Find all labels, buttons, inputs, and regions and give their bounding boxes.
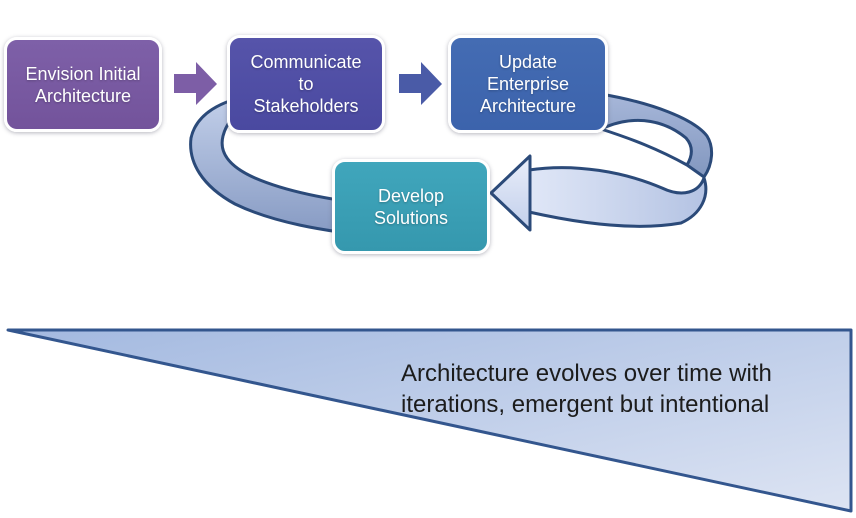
step-label-line: Develop xyxy=(377,185,445,206)
step-box-envision: Envision Initial Architecture xyxy=(4,37,162,132)
banner-triangle xyxy=(6,328,853,513)
step-label-line: Stakeholders xyxy=(253,96,359,116)
cycle-arrowhead xyxy=(489,154,532,232)
step-label-line: Architecture xyxy=(479,96,577,116)
banner-caption-line-2: iterations, emergent but intentional xyxy=(401,391,770,418)
banner-caption-line-1: Architecture evolves over time with xyxy=(401,360,772,387)
cycle-arrow-right-back-ribbon xyxy=(599,92,713,179)
cycle-arrow-front-ribbon xyxy=(527,166,708,228)
step-label-line: to xyxy=(298,74,314,94)
step-label-line: Update xyxy=(498,52,558,72)
flow-arrow-right-2 xyxy=(399,62,442,105)
step-label-line: Communicate xyxy=(250,52,362,72)
step-label-line: Architecture xyxy=(34,85,132,106)
step-box-update: Update Enterprise Architecture xyxy=(448,35,608,133)
step-label-line: Solutions xyxy=(373,207,449,228)
step-box-communicate: Communicate to Stakeholders xyxy=(227,35,385,133)
step-label-line: Enterprise xyxy=(486,74,570,94)
step-label-line: Envision Initial xyxy=(25,63,141,84)
step-box-develop: Develop Solutions xyxy=(332,159,490,254)
flow-arrow-right-1 xyxy=(174,62,217,105)
banner-caption: Architecture evolves over time with iter… xyxy=(401,358,853,420)
